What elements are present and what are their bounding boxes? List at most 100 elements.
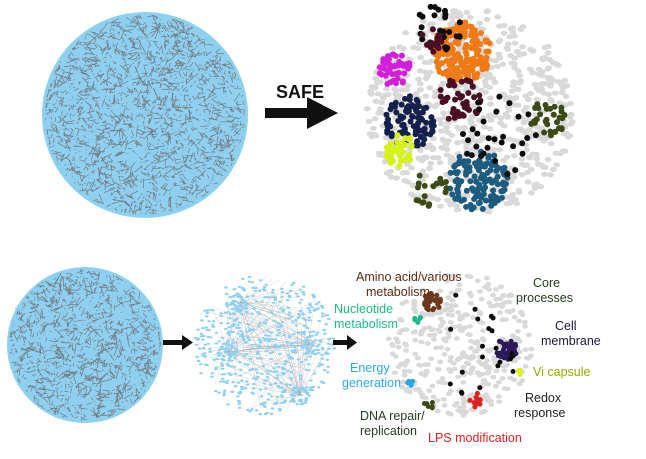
network-node [277, 386, 282, 389]
network-node [303, 352, 307, 355]
network-node [174, 170, 179, 173]
network-node [317, 301, 321, 304]
safe-arrow-shaft [265, 108, 309, 118]
network-node [325, 358, 330, 361]
network-node [109, 398, 116, 401]
hub-node [291, 393, 295, 396]
network-node [102, 377, 108, 381]
network-node [59, 379, 63, 382]
network-node [100, 180, 105, 183]
network-node [44, 362, 51, 365]
network-node [118, 375, 123, 379]
network-node [119, 338, 124, 341]
domain-node [525, 111, 532, 118]
domain-node [445, 115, 452, 122]
network-node [32, 353, 38, 356]
network-node [223, 114, 227, 118]
network-node [84, 178, 90, 181]
background-node [422, 93, 430, 99]
background-node [401, 327, 408, 333]
network-node [280, 321, 285, 324]
network-node [27, 380, 32, 383]
domain-node [469, 29, 476, 35]
network-node [125, 406, 130, 409]
network-node [279, 325, 283, 328]
network-node [138, 176, 144, 180]
background-node [504, 308, 511, 314]
network-node [166, 167, 173, 170]
background-node [367, 88, 374, 94]
network-node [256, 351, 260, 354]
network-node [111, 65, 118, 69]
domain-node [387, 106, 394, 113]
network-node [124, 121, 131, 124]
domain-node [431, 4, 438, 10]
network-node [119, 125, 126, 128]
network-node [205, 311, 210, 315]
arrow-right-1 [163, 335, 193, 350]
network-node [196, 129, 202, 132]
network-node [254, 377, 259, 381]
background-node [434, 155, 442, 161]
hub-node [244, 302, 248, 305]
network-node [176, 86, 182, 89]
background-node [460, 380, 467, 385]
network-node [275, 374, 280, 377]
network-node [221, 108, 227, 112]
network-node [238, 304, 243, 307]
network-node [114, 34, 120, 37]
network-node [235, 83, 242, 86]
network-node [33, 367, 39, 370]
hub-node [306, 352, 310, 355]
network-node [205, 37, 210, 40]
network-node [267, 392, 271, 395]
background-node [411, 303, 418, 309]
background-node [447, 320, 454, 325]
network-node [233, 319, 237, 322]
network-node [198, 94, 203, 97]
network-node [104, 140, 110, 143]
domain-node [436, 68, 443, 75]
network-node [183, 76, 190, 79]
domain-node [395, 69, 402, 76]
network-node [92, 336, 98, 339]
background-node [491, 147, 498, 153]
background-node [434, 408, 441, 414]
network-node [79, 115, 85, 118]
background-node [404, 358, 411, 363]
background-node [393, 175, 400, 181]
domain-node [406, 155, 413, 162]
hub-node [235, 306, 239, 309]
network-node [216, 168, 223, 172]
hub-node [239, 308, 244, 311]
network-node [267, 296, 271, 299]
domain-node [493, 345, 499, 351]
network-node [207, 104, 213, 108]
network-node [156, 152, 161, 156]
background-node [492, 58, 499, 64]
network-node [183, 102, 189, 105]
network-node [64, 302, 69, 305]
network-node [326, 342, 331, 345]
domain-node [524, 135, 531, 141]
background-node [525, 356, 532, 361]
domain-node [465, 90, 472, 96]
network-node [203, 140, 209, 143]
network-node [105, 178, 110, 182]
hub-node [307, 349, 312, 353]
network-node [183, 190, 190, 194]
network-node [148, 318, 154, 321]
network-node [89, 135, 96, 138]
network-node [101, 54, 108, 58]
network-node [227, 333, 231, 336]
background-node [528, 346, 535, 352]
background-node [440, 397, 447, 402]
background-node [490, 374, 497, 380]
network-node [237, 400, 242, 404]
network-node [118, 305, 123, 309]
network-node [102, 296, 108, 299]
network-node [88, 128, 95, 131]
network-node [60, 141, 66, 145]
network-node [289, 315, 294, 318]
background-node [495, 394, 502, 399]
